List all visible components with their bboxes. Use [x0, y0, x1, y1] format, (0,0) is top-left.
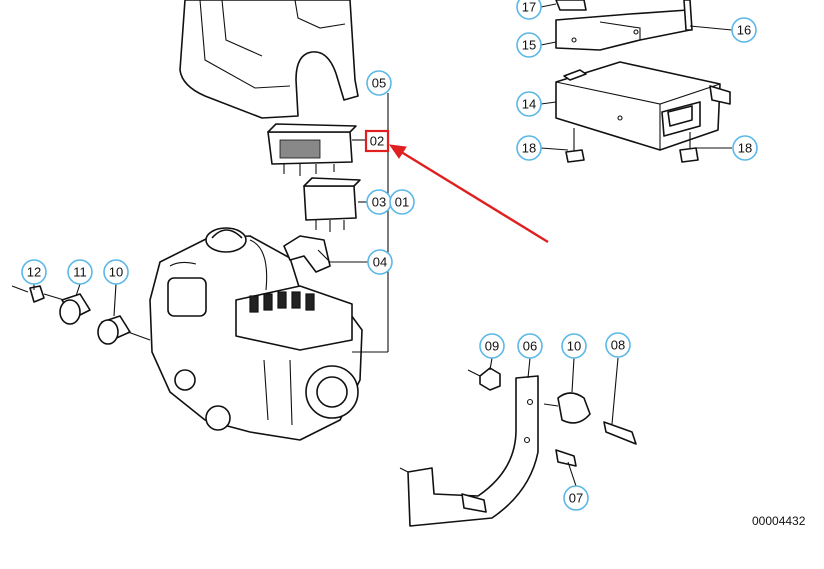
callout-label: 01	[395, 195, 409, 210]
callout-label: 04	[373, 255, 387, 270]
callout-18-right[interactable]: 18	[732, 135, 758, 161]
callout-18-left[interactable]: 18	[516, 135, 542, 161]
callout-label: 07	[569, 491, 583, 506]
highlighted-callout-02[interactable]: 02	[364, 129, 390, 153]
callout-05[interactable]: 05	[366, 70, 392, 96]
cover-housing	[179, 0, 359, 119]
callout-label: 18	[738, 141, 752, 156]
callout-06[interactable]: 06	[517, 333, 543, 359]
callout-label: 17	[522, 0, 536, 15]
callout-16[interactable]: 16	[731, 17, 757, 43]
callout-label: 10	[109, 265, 123, 280]
callout-09[interactable]: 09	[479, 333, 505, 359]
callout-label: 15	[522, 38, 536, 53]
relay-part-03	[303, 177, 361, 232]
callout-14[interactable]: 14	[516, 91, 542, 117]
hydraulic-unit	[149, 227, 363, 441]
highlighted-label: 02	[370, 134, 384, 149]
relay-part-02	[267, 123, 357, 176]
callout-label: 10	[567, 339, 581, 354]
callout-12[interactable]: 12	[21, 259, 47, 285]
bracket-part-06	[399, 367, 637, 527]
callout-10-left[interactable]: 10	[103, 259, 129, 285]
callout-label: 06	[523, 339, 537, 354]
annotation-arrow	[388, 144, 549, 244]
callout-label: 09	[485, 339, 499, 354]
control-module-part-14	[555, 61, 731, 151]
callout-label: 08	[611, 338, 625, 353]
callout-08[interactable]: 08	[605, 332, 631, 358]
callout-01[interactable]: 01	[389, 189, 415, 215]
callout-03[interactable]: 03	[366, 189, 392, 215]
callout-label: 11	[73, 265, 87, 280]
callout-label: 05	[372, 76, 386, 91]
callout-07[interactable]: 07	[563, 485, 589, 511]
bracket-part-15	[555, 0, 693, 51]
diagram-reference-number: 00004432	[752, 514, 806, 528]
callout-15[interactable]: 15	[516, 32, 542, 58]
callout-label: 14	[522, 97, 536, 112]
callout-17[interactable]: 17	[516, 0, 542, 20]
callout-10-right[interactable]: 10	[561, 333, 587, 359]
left-hardware	[11, 285, 151, 345]
callout-11[interactable]: 11	[67, 259, 93, 285]
callout-04[interactable]: 04	[367, 249, 393, 275]
callout-label: 12	[27, 265, 41, 280]
callout-label: 03	[372, 195, 386, 210]
callout-label: 16	[737, 23, 751, 38]
screw-hardware-18	[565, 128, 699, 163]
callout-label: 18	[522, 141, 536, 156]
